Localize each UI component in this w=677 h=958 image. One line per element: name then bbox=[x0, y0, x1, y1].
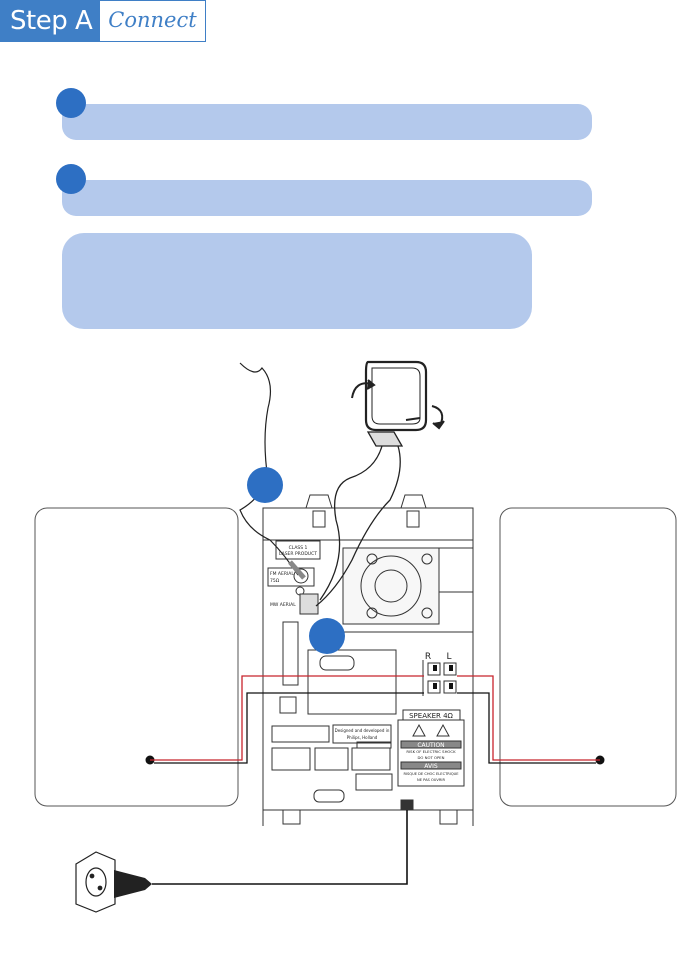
fm-plug bbox=[288, 560, 306, 580]
terminal-markers bbox=[433, 665, 453, 689]
designed-label-2: Philips, Holland bbox=[347, 735, 378, 740]
instruction-bar-2 bbox=[62, 180, 592, 216]
fm-impedance-label: 75Ω bbox=[270, 578, 280, 584]
speaker-wires bbox=[150, 675, 600, 764]
left-channel-label: L bbox=[446, 652, 451, 662]
fm-aerial-label: FM AERIAL bbox=[270, 571, 294, 577]
step-label: Step A bbox=[0, 0, 100, 42]
left-speaker bbox=[34, 507, 239, 807]
note-box bbox=[62, 233, 532, 329]
right-channel-label: R bbox=[425, 652, 431, 662]
mw-aerial-label: MW AERIAL bbox=[270, 602, 296, 608]
step-marker-mw bbox=[309, 618, 345, 654]
avis-title: AVIS bbox=[424, 763, 438, 770]
main-unit bbox=[262, 494, 474, 826]
mw-loop-aerial bbox=[315, 360, 428, 607]
rotate-arrows bbox=[351, 379, 445, 430]
avis-line-1: RISQUE DE CHOC ELECTRIQUE bbox=[403, 772, 459, 776]
wall-socket bbox=[75, 851, 116, 913]
step-badge: Step A Connect bbox=[0, 0, 206, 42]
designed-label-1: Designed and developed in bbox=[335, 728, 390, 733]
step-marker-fm bbox=[247, 467, 283, 503]
step-marker-2 bbox=[56, 164, 86, 194]
power-plug bbox=[114, 870, 152, 898]
caution-title: CAUTION bbox=[417, 742, 444, 749]
step-title: Connect bbox=[99, 0, 206, 42]
step-marker-1 bbox=[56, 88, 86, 118]
class-label-1: CLASS 1 bbox=[289, 545, 308, 551]
right-speaker bbox=[499, 507, 677, 807]
speaker-title: SPEAKER 4Ω bbox=[409, 712, 453, 720]
power-cable bbox=[152, 810, 408, 885]
caution-line-1: RISK OF ELECTRIC SHOCK bbox=[406, 749, 456, 754]
instruction-bar-1 bbox=[62, 104, 592, 140]
caution-line-2: DO NOT OPEN bbox=[418, 755, 445, 760]
avis-line-2: NE PAS OUVRIR bbox=[417, 778, 445, 782]
class-label-2: LASER PRODUCT bbox=[279, 551, 317, 557]
